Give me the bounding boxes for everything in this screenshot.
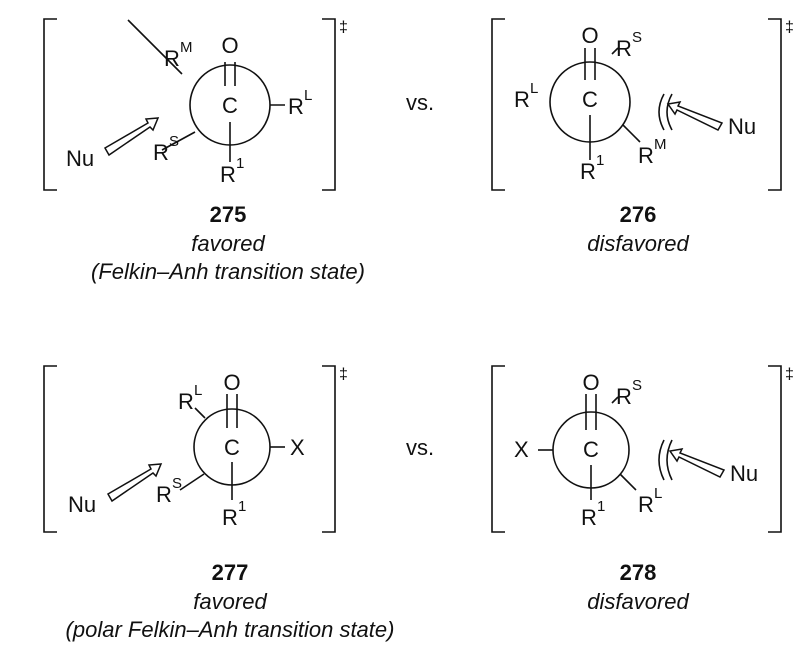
- svg-text:L: L: [654, 485, 662, 502]
- bracket-right: [768, 365, 782, 533]
- svg-text:1: 1: [596, 152, 604, 169]
- caption-status-278: disfavored: [587, 589, 689, 614]
- label-rs: R S: [153, 133, 179, 165]
- double-dagger: ‡: [339, 366, 348, 383]
- nucleophile-arrow: [106, 463, 163, 503]
- svg-text:R: R: [164, 46, 180, 71]
- label-rl: R L: [178, 382, 202, 414]
- vs-label-bottom: vs.: [406, 435, 434, 460]
- bond-rl: [617, 471, 637, 491]
- nucleophile-label: Nu: [730, 461, 758, 486]
- svg-text:R: R: [580, 159, 596, 184]
- structure-275: ‡ O C R M R L R S R 1 Nu: [43, 18, 348, 191]
- atom-c: C: [222, 93, 238, 118]
- compound-number-277: 277: [212, 560, 249, 585]
- steric-clash-mark: [658, 439, 673, 481]
- svg-text:L: L: [530, 80, 538, 97]
- nucleophile-arrow: [668, 448, 726, 478]
- label-r1: R 1: [220, 155, 244, 187]
- svg-text:R: R: [220, 162, 236, 187]
- bond-rl: [194, 407, 206, 419]
- atom-c: C: [224, 435, 240, 460]
- bracket-right: [322, 18, 336, 191]
- nucleophile-arrow: [666, 101, 724, 131]
- label-rm: R M: [164, 39, 193, 71]
- bracket-left: [491, 365, 505, 533]
- bond-rs: [161, 131, 196, 151]
- structure-278: ‡ O C R S X R L R 1 Nu: [491, 365, 794, 533]
- label-x: X: [290, 435, 305, 460]
- label-r1: R 1: [222, 498, 246, 530]
- atom-o: O: [221, 33, 238, 58]
- caption-status-277: favored: [193, 589, 267, 614]
- vs-label-top: vs.: [406, 90, 434, 115]
- svg-text:L: L: [194, 382, 202, 399]
- svg-text:R: R: [178, 389, 194, 414]
- double-dagger: ‡: [785, 19, 794, 36]
- label-rs: R S: [616, 377, 642, 409]
- svg-text:R: R: [638, 492, 654, 517]
- double-dagger: ‡: [339, 19, 348, 36]
- label-r1: R 1: [581, 498, 605, 530]
- svg-text:R: R: [638, 143, 654, 168]
- label-rm: R M: [638, 136, 667, 168]
- svg-text:S: S: [169, 133, 179, 150]
- compound-number-275: 275: [210, 202, 247, 227]
- svg-text:R: R: [616, 36, 632, 61]
- caption-status-275: favored: [191, 231, 265, 256]
- atom-o: O: [223, 370, 240, 395]
- compound-number-276: 276: [620, 202, 657, 227]
- compound-number-278: 278: [620, 560, 657, 585]
- label-rl: R L: [514, 80, 538, 112]
- svg-text:S: S: [172, 475, 182, 492]
- svg-text:R: R: [156, 482, 172, 507]
- bracket-left: [491, 18, 505, 191]
- caption-note-275: (Felkin–Anh transition state): [91, 259, 365, 284]
- label-rl: R L: [288, 87, 312, 119]
- svg-text:L: L: [304, 87, 312, 104]
- label-x: X: [514, 437, 529, 462]
- structure-277: ‡ O C R L X R S R 1 Nu: [43, 365, 348, 533]
- svg-text:R: R: [581, 505, 597, 530]
- structure-276: ‡ O C R S R L R M R 1 Nu: [491, 18, 794, 191]
- bond-rs: [611, 396, 619, 404]
- svg-text:M: M: [654, 136, 667, 153]
- bracket-right: [322, 365, 336, 533]
- svg-text:R: R: [288, 94, 304, 119]
- bracket-right: [768, 18, 782, 191]
- bracket-left: [43, 18, 57, 191]
- caption-status-276: disfavored: [587, 231, 689, 256]
- bond-rs: [611, 47, 619, 55]
- svg-text:M: M: [180, 39, 193, 56]
- svg-text:S: S: [632, 29, 642, 46]
- nucleophile-arrow: [103, 117, 160, 157]
- svg-text:R: R: [222, 505, 238, 530]
- svg-text:R: R: [514, 87, 530, 112]
- atom-o: O: [582, 370, 599, 395]
- svg-text:1: 1: [236, 155, 244, 172]
- nucleophile-label: Nu: [68, 492, 96, 517]
- double-dagger: ‡: [785, 366, 794, 383]
- svg-text:1: 1: [597, 498, 605, 515]
- label-rl: R L: [638, 485, 662, 517]
- svg-text:1: 1: [238, 498, 246, 515]
- steric-clash-mark: [658, 93, 673, 131]
- caption-note-277: (polar Felkin–Anh transition state): [66, 617, 395, 642]
- nucleophile-label: Nu: [66, 146, 94, 171]
- label-rs: R S: [616, 29, 642, 61]
- nucleophile-label: Nu: [728, 114, 756, 139]
- label-r1: R 1: [580, 152, 604, 184]
- atom-o: O: [581, 23, 598, 48]
- svg-text:R: R: [616, 384, 632, 409]
- label-rs: R S: [156, 475, 182, 507]
- bracket-left: [43, 365, 57, 533]
- svg-text:R: R: [153, 140, 169, 165]
- atom-c: C: [583, 437, 599, 462]
- bond-rs: [179, 473, 205, 491]
- svg-text:S: S: [632, 377, 642, 394]
- bond-rm: [127, 19, 183, 75]
- atom-c: C: [582, 87, 598, 112]
